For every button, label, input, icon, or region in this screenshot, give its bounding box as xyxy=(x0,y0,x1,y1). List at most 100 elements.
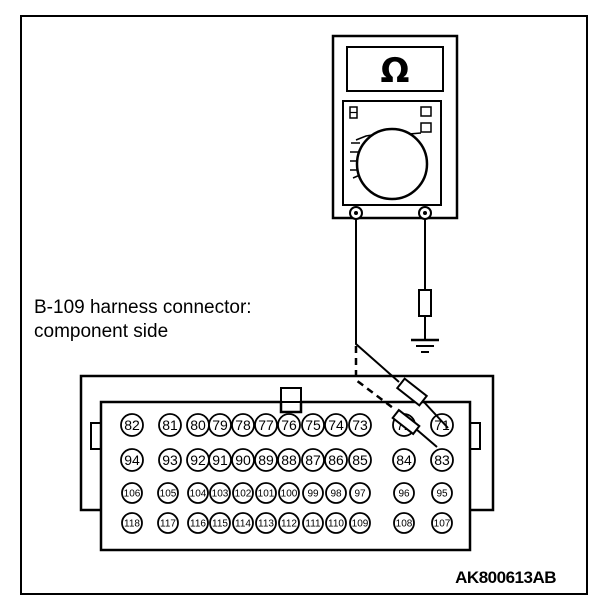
figure-code: AK800613AB xyxy=(455,568,556,587)
pin-label-104: 104 xyxy=(190,489,207,500)
pin-label-73: 73 xyxy=(352,417,368,433)
harness-connector: 8281807978777675747372719493929190898887… xyxy=(79,374,495,552)
pin-102 xyxy=(232,482,254,504)
figure-border xyxy=(20,15,588,595)
pin-label-102: 102 xyxy=(235,489,252,500)
pin-label-86: 86 xyxy=(328,452,344,468)
pin-98 xyxy=(325,482,347,504)
pin-87 xyxy=(301,448,325,472)
pin-82 xyxy=(120,413,144,437)
pin-116 xyxy=(187,512,209,534)
pin-93 xyxy=(158,448,182,472)
connector-latch xyxy=(280,387,302,403)
pin-97 xyxy=(349,482,371,504)
selector-dial xyxy=(355,127,429,201)
pin-88 xyxy=(277,448,301,472)
mode-mark-right xyxy=(420,122,432,133)
pin-label-74: 74 xyxy=(328,417,344,433)
pin-label-110: 110 xyxy=(328,519,344,530)
pin-106 xyxy=(121,482,143,504)
pin-label-83: 83 xyxy=(434,452,450,468)
connector-caption: B-109 harness connector: component side xyxy=(34,296,252,344)
pin-label-109: 109 xyxy=(352,519,369,530)
pin-96 xyxy=(393,482,415,504)
pin-label-107: 107 xyxy=(434,519,451,530)
pin-label-81: 81 xyxy=(162,417,178,433)
pin-95 xyxy=(431,482,453,504)
pin-label-106: 106 xyxy=(124,489,141,500)
pin-86 xyxy=(324,448,348,472)
pin-label-98: 98 xyxy=(330,489,342,500)
pin-label-84: 84 xyxy=(396,452,412,468)
pin-label-101: 101 xyxy=(258,489,275,500)
pin-label-99: 99 xyxy=(307,489,319,500)
test-probe-lead xyxy=(354,219,449,448)
pin-label-115: 115 xyxy=(212,519,228,530)
pin-label-97: 97 xyxy=(354,489,366,500)
pin-label-117: 117 xyxy=(160,519,176,530)
pin-105 xyxy=(157,482,179,504)
pin-118 xyxy=(121,512,143,534)
pin-75 xyxy=(301,413,325,437)
pin-104 xyxy=(187,482,209,504)
pin-label-103: 103 xyxy=(212,489,229,500)
pin-label-113: 113 xyxy=(258,519,274,530)
pin-label-105: 105 xyxy=(160,489,177,500)
pin-label-71: 71 xyxy=(434,417,450,433)
pin-78 xyxy=(231,413,255,437)
pin-label-89: 89 xyxy=(258,452,274,468)
pin-label-85: 85 xyxy=(352,452,368,468)
pin-label-76: 76 xyxy=(281,417,297,433)
ground-resistor xyxy=(418,289,432,317)
caption-line-2: component side xyxy=(34,321,169,342)
pin-115 xyxy=(209,512,231,534)
pin-label-96: 96 xyxy=(398,489,410,500)
pin-label-80: 80 xyxy=(190,417,206,433)
pin-label-118: 118 xyxy=(124,519,140,530)
pin-113 xyxy=(255,512,277,534)
pin-90 xyxy=(231,448,255,472)
pin-label-92: 92 xyxy=(190,452,206,468)
pin-76 xyxy=(277,413,301,437)
pin-label-94: 94 xyxy=(124,452,140,468)
connector-face xyxy=(99,400,472,552)
pin-label-114: 114 xyxy=(235,519,251,530)
pin-label-91: 91 xyxy=(212,452,228,468)
pin-77 xyxy=(254,413,278,437)
pin-label-95: 95 xyxy=(436,489,448,500)
pin-label-90: 90 xyxy=(235,452,251,468)
pin-85 xyxy=(348,448,372,472)
pin-101 xyxy=(255,482,277,504)
probe-tip-front xyxy=(395,377,429,407)
pin-label-78: 78 xyxy=(235,417,251,433)
pin-111 xyxy=(302,512,324,534)
pin-84 xyxy=(392,448,416,472)
ohm-symbol: Ω xyxy=(381,51,410,91)
pin-110 xyxy=(325,512,347,534)
pin-label-77: 77 xyxy=(258,417,274,433)
pin-91 xyxy=(208,448,232,472)
pin-117 xyxy=(157,512,179,534)
pin-114 xyxy=(232,512,254,534)
pin-label-79: 79 xyxy=(212,417,228,433)
pin-label-108: 108 xyxy=(396,519,413,530)
pin-label-111: 111 xyxy=(305,519,321,530)
pin-label-88: 88 xyxy=(281,452,297,468)
pin-label-112: 112 xyxy=(281,519,297,530)
pin-label-116: 116 xyxy=(190,519,206,530)
pin-74 xyxy=(324,413,348,437)
pin-71 xyxy=(430,413,454,437)
pin-73 xyxy=(348,413,372,437)
pin-99 xyxy=(302,482,324,504)
connector-pins: 8281807978777675747372719493929190898887… xyxy=(120,413,454,534)
ground-lead xyxy=(411,219,439,353)
pin-103 xyxy=(209,482,231,504)
pin-label-93: 93 xyxy=(162,452,178,468)
pin-108 xyxy=(393,512,415,534)
pin-81 xyxy=(158,413,182,437)
pin-107 xyxy=(431,512,453,534)
pin-label-100: 100 xyxy=(281,489,298,500)
multimeter-display xyxy=(346,46,444,92)
